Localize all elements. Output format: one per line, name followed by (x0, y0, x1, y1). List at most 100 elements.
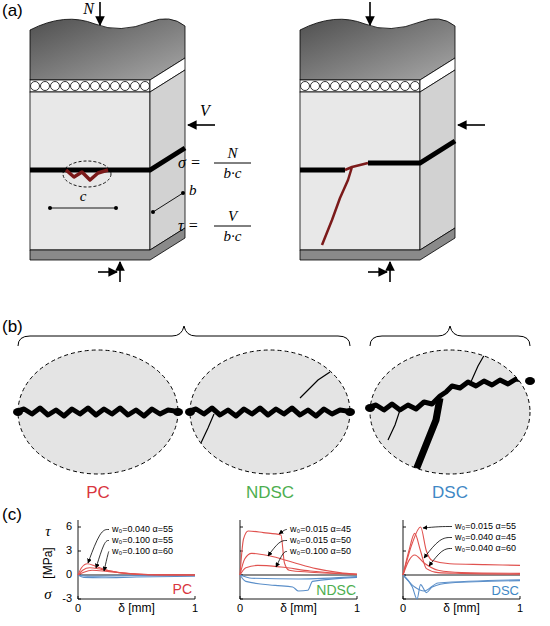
dimension-mark (151, 210, 155, 214)
stress-plot (403, 520, 520, 599)
force-label: N (83, 1, 94, 17)
crack-pattern (14, 408, 182, 416)
detail-ellipse (370, 350, 530, 474)
curve-label: w₀=0.040 α=45 (455, 533, 516, 542)
plot-label: PC (173, 582, 192, 596)
panel-label: (b) (2, 318, 23, 335)
tick (240, 527, 243, 528)
formula-text: σ = (178, 155, 201, 171)
specimen (30, 2, 215, 282)
shear-stress-curve (403, 533, 520, 575)
joint-end (185, 408, 195, 416)
leader-arrow (96, 541, 109, 569)
formula-text: b·c (224, 229, 242, 244)
tick-label: 0 (66, 569, 72, 580)
tick (403, 527, 406, 528)
plots (78, 520, 520, 599)
y-axis (78, 520, 79, 599)
shear-stress-curve (403, 555, 520, 575)
joint-end (13, 408, 23, 416)
stress-plot (78, 520, 195, 599)
drawing-part (366, 379, 534, 410)
axis-label: δ [mm] (118, 602, 155, 614)
drawing-part (200, 372, 330, 445)
tick-label: -3 (62, 593, 72, 604)
tick (403, 596, 404, 599)
y-axis (403, 520, 404, 599)
tick-label: 3 (66, 545, 72, 556)
diagonal-crack (322, 163, 368, 245)
normal-stress-curve (240, 575, 357, 579)
leader-arrow (429, 549, 452, 567)
y-axis (240, 520, 241, 599)
drawing-part (14, 408, 182, 416)
leader-arrow (279, 530, 287, 535)
detail-ellipse (63, 161, 111, 187)
tick-label: 0 (237, 603, 243, 614)
shear-stress-curve (403, 527, 520, 575)
tick-label: 1 (354, 603, 360, 614)
curve-label: w₀=0.100 α=60 (112, 547, 173, 556)
tick (357, 596, 358, 599)
joint-end (173, 408, 183, 416)
x-axis (403, 599, 520, 600)
group-brace (18, 326, 350, 346)
shear-stress-curve (78, 568, 195, 575)
group-label: PC (86, 484, 110, 501)
drawing-part (388, 352, 486, 440)
joint-end (525, 377, 535, 385)
curve-label: w₀=0.100 α=50 (290, 547, 351, 556)
group-label: NDSC (246, 484, 294, 501)
group-brace (370, 326, 530, 346)
tick (520, 596, 521, 599)
formula-text: b·c (224, 166, 242, 181)
shear-stress-curve (240, 553, 357, 575)
dimension-mark (181, 191, 185, 195)
joint-end (365, 404, 375, 412)
leader-arrow (423, 527, 452, 529)
zero-line (240, 575, 357, 576)
drawing-part (186, 408, 354, 416)
tick (78, 551, 81, 552)
tick (240, 596, 241, 599)
tick-label: 1 (192, 603, 198, 614)
curve-label: w₀=0.015 α=55 (455, 522, 516, 531)
tick (403, 551, 406, 552)
specimen (300, 2, 485, 282)
x-axis (240, 599, 357, 600)
dimension-line (50, 208, 116, 209)
shear-stress-curve (240, 565, 357, 575)
formula-text: N (227, 146, 237, 161)
crack-pattern (366, 352, 534, 485)
tick (195, 596, 196, 599)
plot-label: DSC (492, 584, 519, 597)
dimension-label: c (80, 189, 87, 204)
shear-stress-curve (78, 570, 195, 575)
crack-pattern (186, 372, 354, 445)
leader-arrow (268, 541, 287, 557)
joint-end (345, 408, 355, 416)
plot-label: NDSC (316, 583, 356, 597)
curve-label: w₀=0.015 α=45 (290, 525, 351, 534)
tick-label: 0 (75, 603, 81, 614)
axis-label: δ [mm] (443, 602, 480, 614)
dimension-mark (48, 206, 52, 210)
mortar-joint (300, 141, 455, 170)
stress-plot (240, 520, 357, 599)
leader-arrow (104, 552, 109, 572)
shear-stress-curve (240, 531, 357, 575)
curve-label: w₀=0.040 α=55 (112, 525, 173, 534)
normal-stress-curve (403, 575, 520, 599)
axis-label: τ (45, 524, 50, 539)
x-axis (78, 599, 195, 600)
tick-label: 6 (66, 521, 72, 532)
zero-line (403, 575, 520, 576)
force-label: V (200, 103, 210, 119)
formula-text: V (228, 209, 237, 224)
axis-label: [MPa] (42, 547, 54, 578)
fraction-bar (214, 226, 251, 227)
curve-label: w₀=0.100 α=55 (112, 536, 173, 545)
group-label: DSC (432, 484, 468, 501)
